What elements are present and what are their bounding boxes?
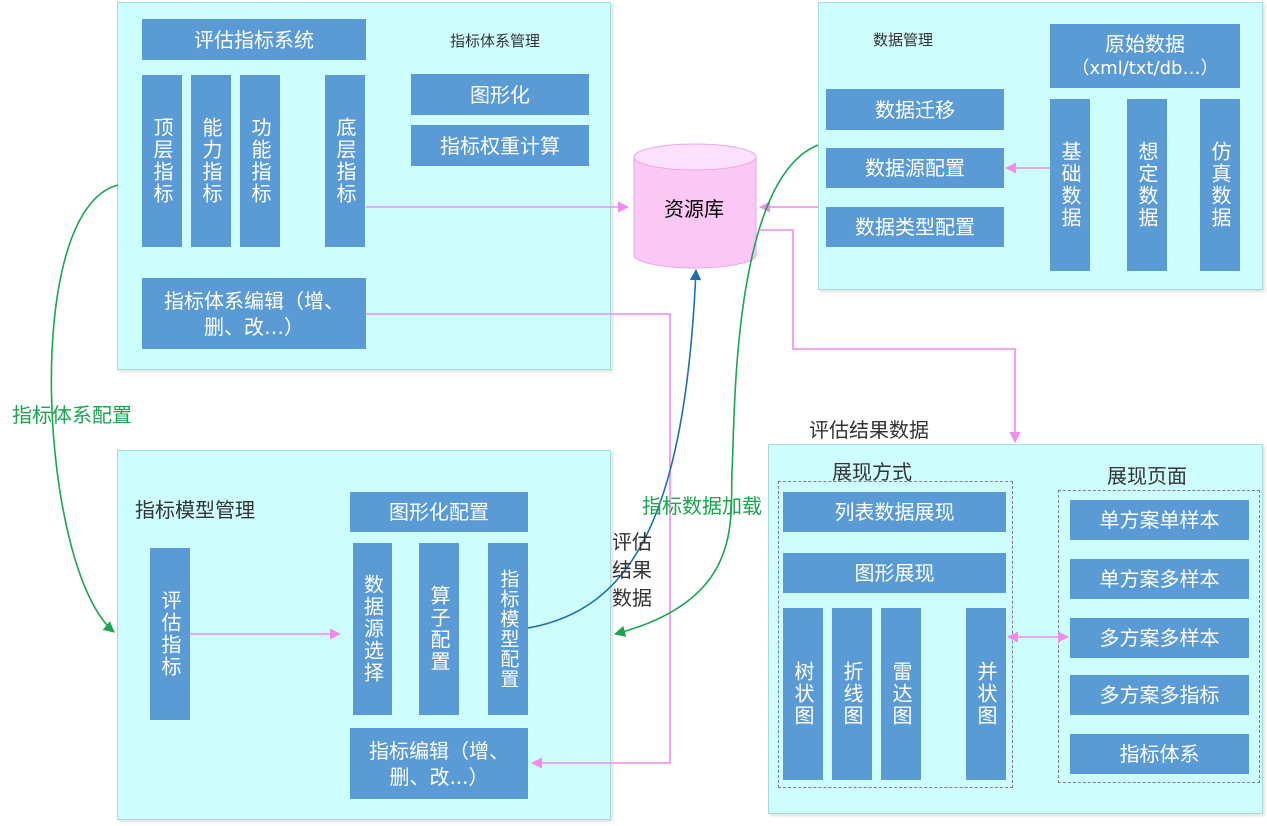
simulation-data-text: 仿真数据 xyxy=(1208,141,1232,229)
line-chart-text: 折线图 xyxy=(840,661,864,727)
system-edit-box[interactable]: 指标体系编辑（增、删、改…） xyxy=(142,278,366,349)
operator-config-text: 算子配置 xyxy=(427,585,451,673)
bottom-indicator-box[interactable]: 底层指标 xyxy=(325,75,365,247)
basic-data-box[interactable]: 基础数据 xyxy=(1050,99,1090,271)
assumed-data-box[interactable]: 想定数据 xyxy=(1127,99,1167,271)
datasource-select-text: 数据源选择 xyxy=(360,574,385,684)
page-multi-plan-multi-sample[interactable]: 多方案多样本 xyxy=(1070,618,1249,658)
display-page-title: 展现页面 xyxy=(1107,464,1187,488)
model-config-box[interactable]: 指标模型配置 xyxy=(488,543,528,715)
raw-data-title: 原始数据 xyxy=(1105,32,1185,57)
top-indicator-box[interactable]: 顶层指标 xyxy=(142,75,182,247)
radar-chart-box[interactable]: 雷达图 xyxy=(881,608,921,780)
ability-indicator-text: 能力指标 xyxy=(199,117,223,205)
raw-data-box[interactable]: 原始数据 （xml/txt/db…） xyxy=(1050,24,1240,88)
model-management-title: 指标模型管理 xyxy=(135,498,255,522)
page-indicator-system[interactable]: 指标体系 xyxy=(1070,734,1249,774)
list-display-box[interactable]: 列表数据展现 xyxy=(783,492,1006,532)
operator-config-box[interactable]: 算子配置 xyxy=(419,543,459,715)
display-mode-title: 展现方式 xyxy=(832,460,912,484)
resource-db-icon xyxy=(633,143,757,269)
data-migrate-box[interactable]: 数据迁移 xyxy=(826,89,1004,130)
arrow-system-edit-to-indicator-edit xyxy=(366,313,671,769)
top-indicator-text: 顶层指标 xyxy=(150,117,174,205)
parallel-chart-text: 并状图 xyxy=(974,661,998,727)
datasource-config-box[interactable]: 数据源配置 xyxy=(826,148,1004,188)
graph-display-box[interactable]: 图形展现 xyxy=(783,553,1006,593)
data-management-caption: 数据管理 xyxy=(873,31,934,49)
ability-indicator-box[interactable]: 能力指标 xyxy=(191,75,231,247)
eval-result-side-label: 评估结果数据 xyxy=(612,530,652,610)
page-single-plan-single-sample[interactable]: 单方案单样本 xyxy=(1070,500,1249,540)
system-config-label: 指标体系配置 xyxy=(12,403,132,427)
simulation-data-box[interactable]: 仿真数据 xyxy=(1200,99,1240,271)
datasource-select-box[interactable]: 数据源选择 xyxy=(353,543,392,715)
function-indicator-text: 功能指标 xyxy=(248,117,272,205)
radar-chart-text: 雷达图 xyxy=(889,661,913,727)
model-config-text: 指标模型配置 xyxy=(497,569,520,689)
basic-data-text: 基础数据 xyxy=(1058,141,1082,229)
tree-chart-text: 树状图 xyxy=(791,661,815,727)
assumed-data-text: 想定数据 xyxy=(1135,141,1159,229)
page-single-plan-multi-sample[interactable]: 单方案多样本 xyxy=(1070,559,1249,599)
tree-chart-box[interactable]: 树状图 xyxy=(783,608,823,780)
arrow-data-loading xyxy=(613,144,819,637)
indicator-system-title[interactable]: 评估指标系统 xyxy=(142,19,366,60)
parallel-chart-box[interactable]: 并状图 xyxy=(966,608,1006,780)
eval-indicator-box[interactable]: 评估指标 xyxy=(150,548,190,720)
data-loading-label: 指标数据加载 xyxy=(642,494,762,518)
line-chart-box[interactable]: 折线图 xyxy=(832,608,872,780)
arrow-system-config xyxy=(50,184,119,633)
eval-indicator-text: 评估指标 xyxy=(158,590,182,678)
graphic-box[interactable]: 图形化 xyxy=(411,74,589,115)
raw-data-formats: （xml/txt/db…） xyxy=(1071,58,1219,80)
result-data-label: 评估结果数据 xyxy=(809,418,929,442)
indicator-edit-box[interactable]: 指标编辑（增、删、改...） xyxy=(350,728,528,799)
weight-calc-box[interactable]: 指标权重计算 xyxy=(411,125,589,166)
arrow-db-to-result xyxy=(760,229,1021,444)
bottom-indicator-text: 底层指标 xyxy=(333,117,357,205)
page-multi-plan-multi-indicator[interactable]: 多方案多指标 xyxy=(1070,675,1249,715)
resource-db-label[interactable]: 资源库 xyxy=(664,197,724,221)
arrow-model-to-db xyxy=(527,268,702,629)
indicator-system-caption: 指标体系管理 xyxy=(450,32,541,50)
function-indicator-box[interactable]: 功能指标 xyxy=(240,75,280,247)
graphic-config-box[interactable]: 图形化配置 xyxy=(350,492,528,532)
datatype-config-box[interactable]: 数据类型配置 xyxy=(826,207,1004,247)
